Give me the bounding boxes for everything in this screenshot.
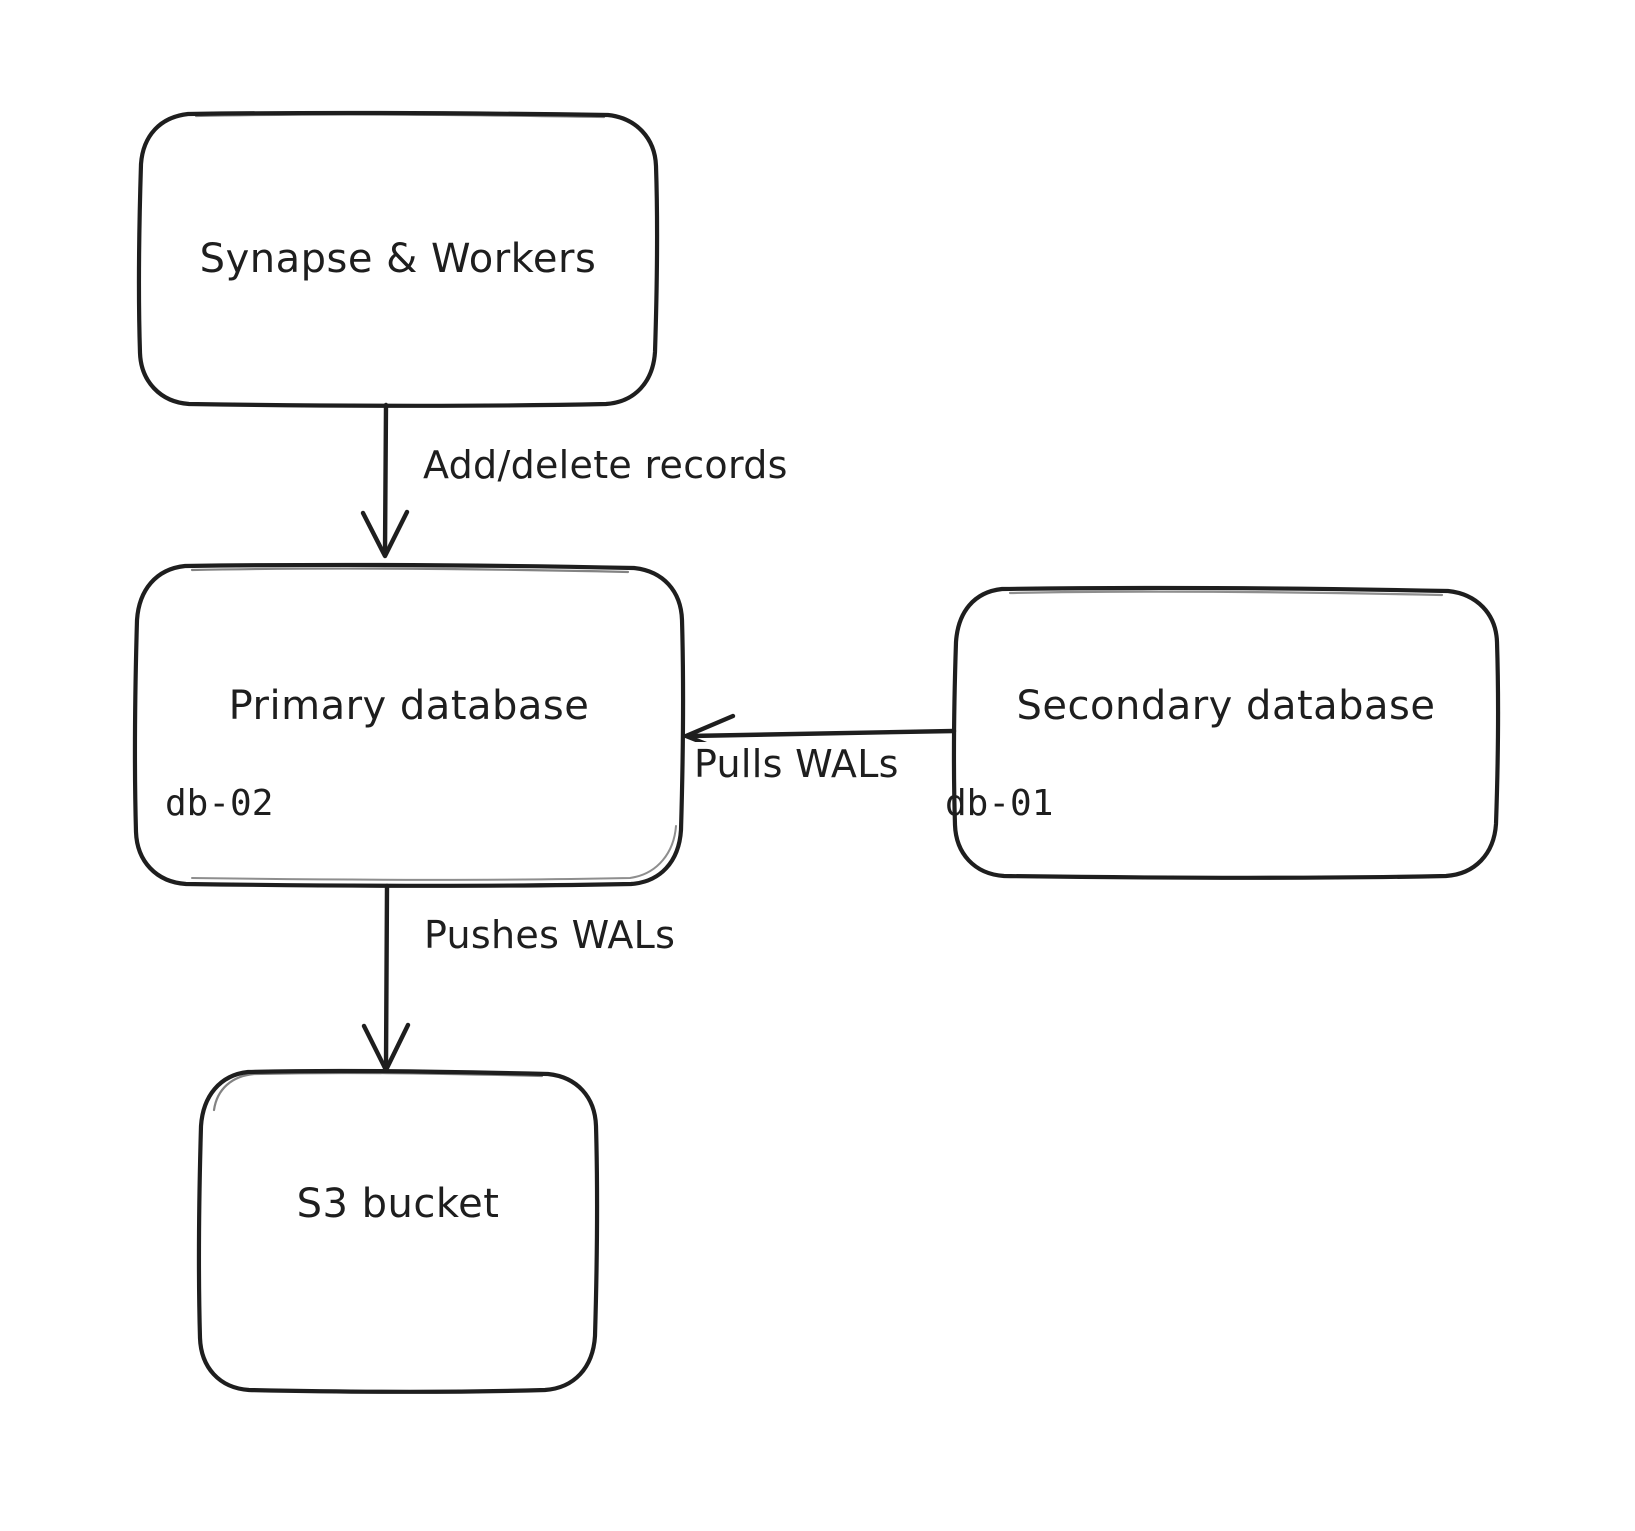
edge-synapse-to-primary	[360, 402, 410, 559]
edge-primary-to-s3-label: Pushes WALs	[420, 913, 680, 957]
node-s3-bucket-outline	[196, 1068, 600, 1394]
node-secondary-database-outline-overstroke	[1008, 590, 1444, 597]
node-secondary-database-label: Secondary database	[1016, 683, 1436, 729]
node-synapse-workers-outline-overstroke	[194, 113, 606, 119]
edge-secondary-to-primary-label: Pulls WALs	[690, 742, 903, 786]
node-s3-bucket[interactable]	[196, 1068, 600, 1394]
node-synapse-workers[interactable]	[136, 110, 660, 408]
edge-synapse-to-primary-line	[382, 402, 389, 555]
edge-primary-to-s3	[361, 883, 411, 1073]
node-synapse-workers-outline	[136, 110, 660, 408]
node-primary-database-outline-overstroke-2	[191, 825, 677, 881]
edge-synapse-to-primary-arrowhead	[360, 509, 410, 559]
edge-synapse-to-primary-label: Add/delete records	[419, 443, 792, 487]
node-s3-bucket-outline-overstroke	[212, 1071, 544, 1112]
edge-primary-to-s3-arrowhead	[361, 1022, 411, 1073]
node-s3-bucket-label: S3 bucket	[296, 1181, 500, 1227]
node-primary-database[interactable]	[132, 562, 686, 888]
edge-secondary-to-primary-line	[687, 728, 957, 739]
node-secondary-database[interactable]	[951, 585, 1501, 880]
node-synapse-workers-label: Synapse & Workers	[199, 236, 597, 282]
node-primary-database-sublabel: db-02	[165, 783, 274, 824]
edge-primary-to-s3-line	[383, 883, 390, 1069]
node-primary-database-outline	[132, 562, 686, 888]
node-primary-database-label: Primary database	[228, 683, 590, 729]
node-primary-database-outline-overstroke	[190, 567, 630, 574]
node-secondary-database-outline	[951, 585, 1501, 880]
node-secondary-database-sublabel: db-01	[945, 783, 1054, 824]
